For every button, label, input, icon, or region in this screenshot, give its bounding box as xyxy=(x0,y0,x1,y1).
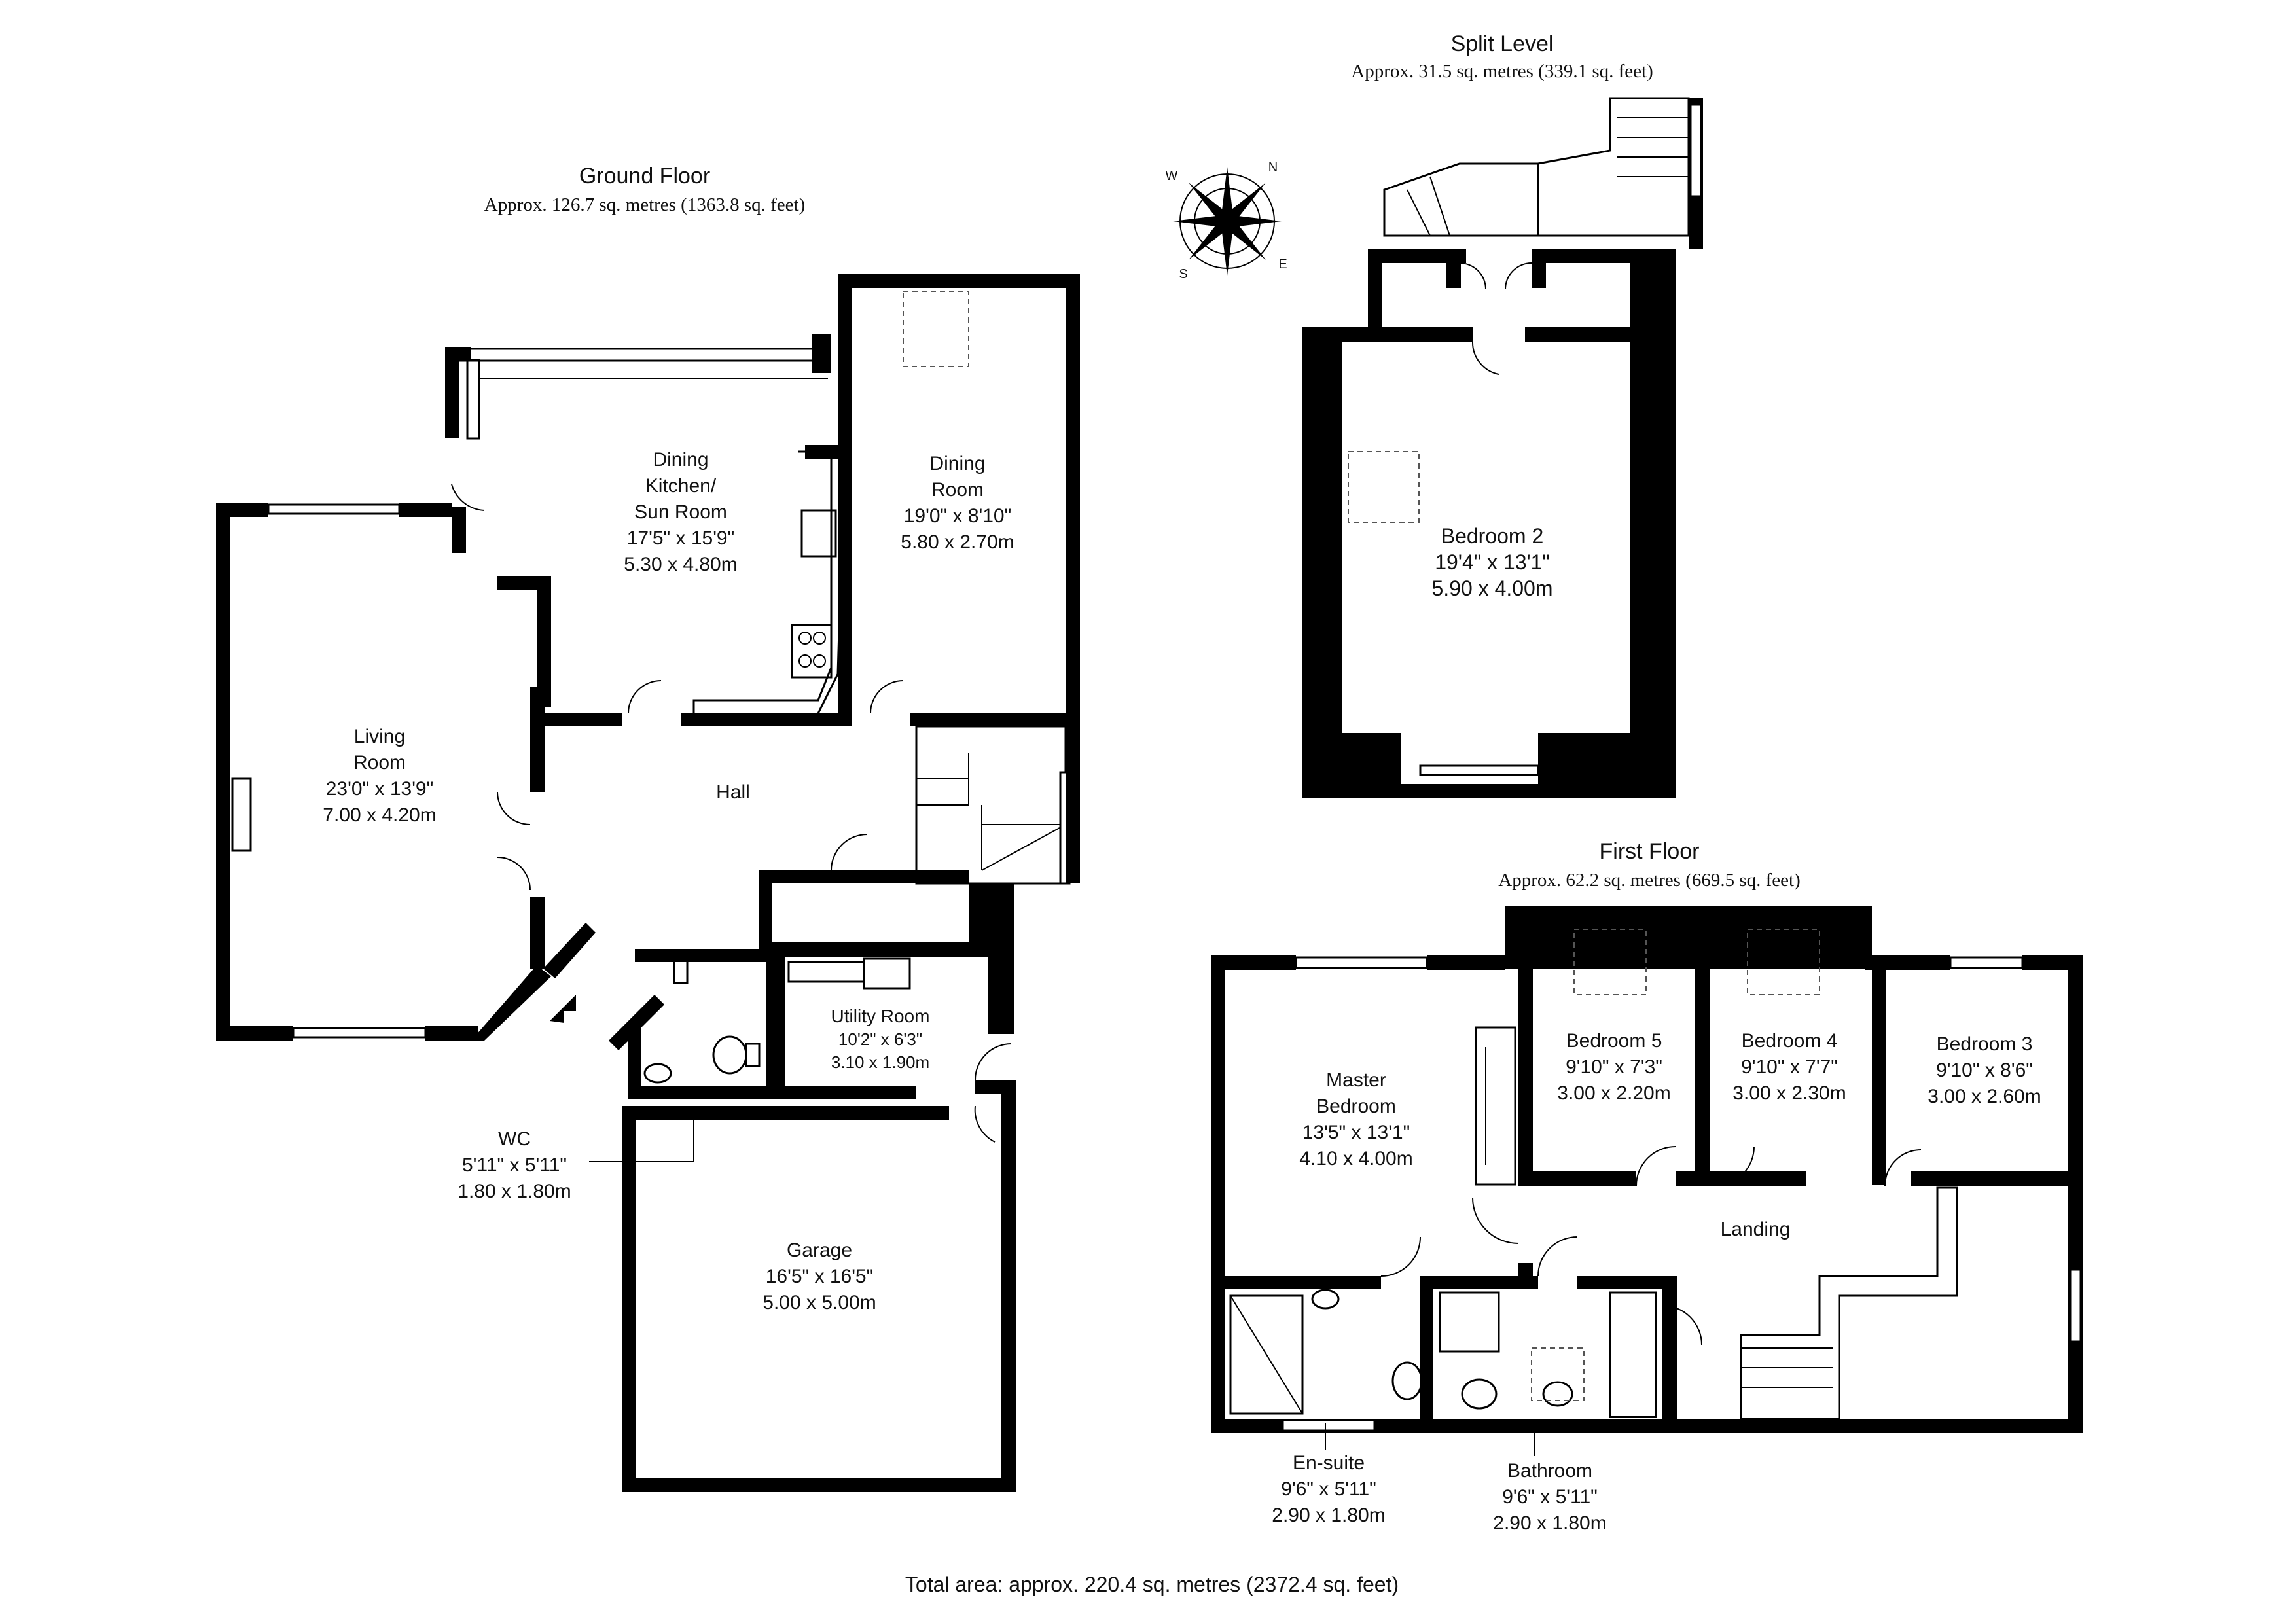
bedroom5-imperial: 9'10" x 7'3" xyxy=(1566,1056,1662,1078)
bedroom4-imperial: 9'10" x 7'7" xyxy=(1741,1056,1838,1078)
dining-kitchen-label-line2: Kitchen/ xyxy=(645,475,717,497)
dining-kitchen-label-line3: Sun Room xyxy=(634,501,727,523)
ensuite-label: En-suite xyxy=(1293,1452,1365,1474)
utility-room-imperial: 10'2" x 6'3" xyxy=(838,1029,922,1049)
total-area: Total area: approx. 220.4 sq. metres (23… xyxy=(905,1573,1399,1596)
ground-floor-plan: Ground Floor Approx. 126.7 sq. metres (1… xyxy=(216,164,1080,1492)
compass-rose-icon: N S E W xyxy=(1166,160,1287,281)
master-bedroom-metric: 4.10 x 4.00m xyxy=(1299,1148,1412,1169)
dining-room-label: Dining xyxy=(929,453,985,474)
master-bedroom-label: Master xyxy=(1326,1069,1386,1091)
compass-south-letter: S xyxy=(1179,267,1187,281)
bedroom4-metric: 3.00 x 2.30m xyxy=(1732,1082,1846,1104)
bedroom4-label: Bedroom 4 xyxy=(1742,1030,1838,1052)
bedroom2-label: Bedroom 2 xyxy=(1441,524,1544,548)
split-level-title: Split Level xyxy=(1451,31,1554,56)
master-bedroom-imperial: 13'5" x 13'1" xyxy=(1302,1122,1410,1143)
wc-metric: 1.80 x 1.80m xyxy=(457,1181,571,1202)
first-floor-title: First Floor xyxy=(1600,839,1700,864)
dining-kitchen-imperial: 17'5" x 15'9" xyxy=(627,527,735,549)
utility-room-label: Utility Room xyxy=(831,1006,930,1026)
dining-kitchen-metric: 5.30 x 4.80m xyxy=(624,554,737,575)
split-level-area: Approx. 31.5 sq. metres (339.1 sq. feet) xyxy=(1351,61,1653,82)
wc-imperial: 5'11" x 5'11" xyxy=(462,1154,567,1176)
dining-room-label-line2: Room xyxy=(931,479,984,501)
dining-room-metric: 5.80 x 2.70m xyxy=(901,531,1014,553)
hall-label: Hall xyxy=(716,781,750,803)
garage-metric: 5.00 x 5.00m xyxy=(762,1292,876,1313)
landing-label: Landing xyxy=(1721,1219,1791,1240)
first-floor-plan: First Floor Approx. 62.2 sq. metres (669… xyxy=(1211,839,2083,1534)
bathroom-metric: 2.90 x 1.80m xyxy=(1493,1512,1606,1534)
compass-west-letter: W xyxy=(1166,169,1178,183)
wc-label: WC xyxy=(498,1128,531,1150)
compass-east-letter: E xyxy=(1278,257,1287,272)
dining-room-imperial: 19'0" x 8'10" xyxy=(904,505,1012,527)
ground-floor-title: Ground Floor xyxy=(579,164,710,188)
bedroom5-metric: 3.00 x 2.20m xyxy=(1557,1082,1670,1104)
bedroom2-imperial: 19'4" x 13'1" xyxy=(1435,550,1550,574)
living-room-metric: 7.00 x 4.20m xyxy=(323,804,436,826)
bedroom3-metric: 3.00 x 2.60m xyxy=(1928,1086,2041,1107)
bedroom5-label: Bedroom 5 xyxy=(1566,1030,1662,1052)
bathroom-label: Bathroom xyxy=(1507,1460,1592,1482)
bedroom3-imperial: 9'10" x 8'6" xyxy=(1936,1060,2033,1081)
compass-north-letter: N xyxy=(1268,160,1278,175)
living-room-imperial: 23'0" x 13'9" xyxy=(326,778,434,800)
living-room-label: Living xyxy=(354,726,405,747)
first-floor-area: Approx. 62.2 sq. metres (669.5 sq. feet) xyxy=(1498,870,1801,891)
garage-label: Garage xyxy=(787,1240,852,1261)
split-level-plan: Split Level Approx. 31.5 sq. metres (339… xyxy=(1302,31,1703,798)
bathroom-imperial: 9'6" x 5'11" xyxy=(1502,1486,1598,1508)
master-bedroom-label-line2: Bedroom xyxy=(1316,1096,1396,1117)
dining-kitchen-label: Dining xyxy=(653,449,708,471)
bedroom2-metric: 5.90 x 4.00m xyxy=(1432,577,1553,600)
garage-imperial: 16'5" x 16'5" xyxy=(766,1266,874,1287)
ensuite-imperial: 9'6" x 5'11" xyxy=(1281,1478,1376,1500)
bedroom3-label: Bedroom 3 xyxy=(1937,1033,2033,1055)
ensuite-metric: 2.90 x 1.80m xyxy=(1272,1505,1385,1526)
ground-floor-area: Approx. 126.7 sq. metres (1363.8 sq. fee… xyxy=(484,194,806,215)
living-room-label-line2: Room xyxy=(353,752,406,774)
utility-room-metric: 3.10 x 1.90m xyxy=(831,1052,929,1072)
